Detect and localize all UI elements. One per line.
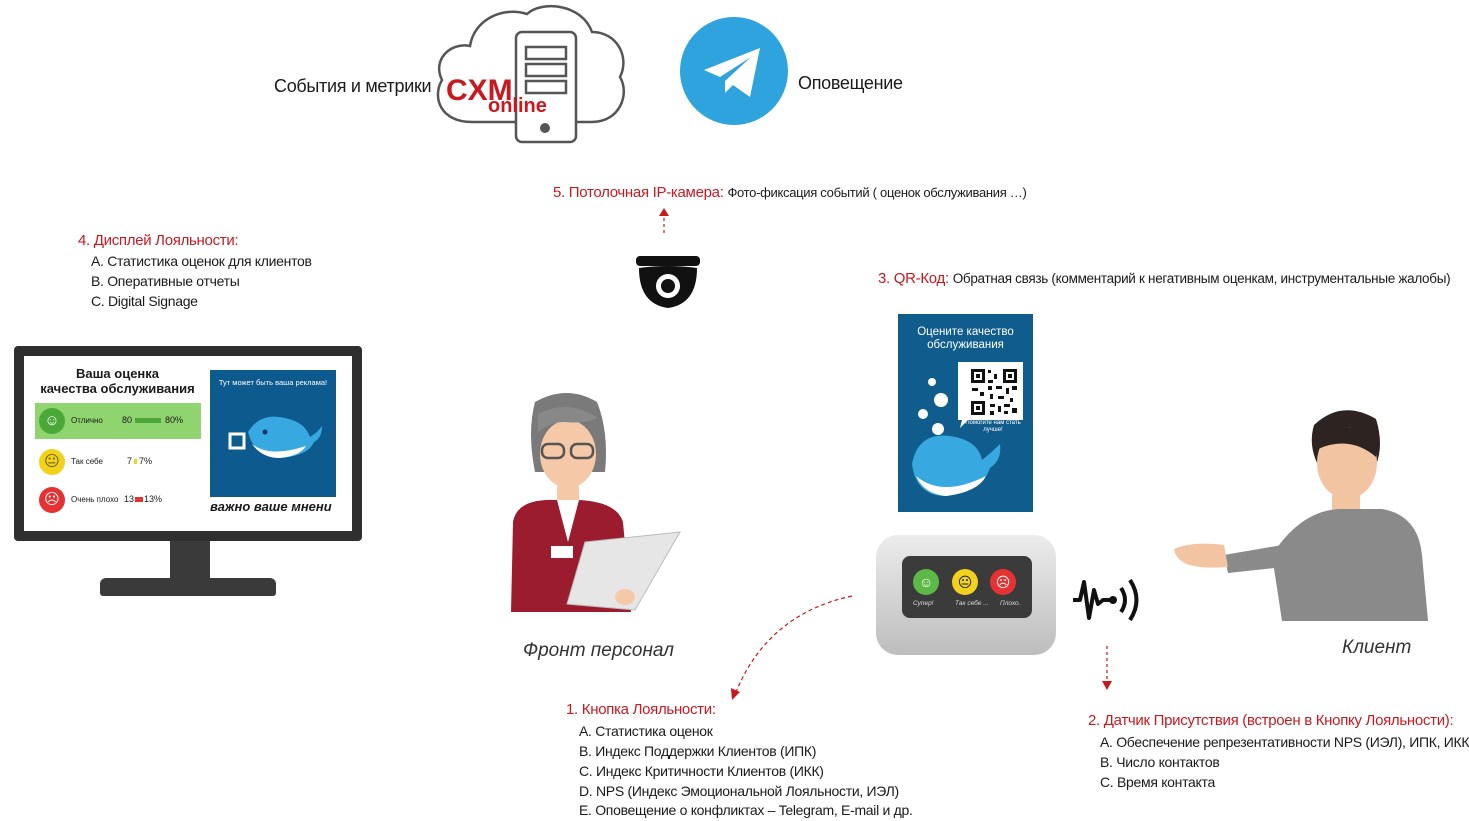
screen-title-line2: качества обслуживания [40, 381, 195, 396]
rating-label: Очень плохо [71, 495, 119, 504]
screen-title-line1: Ваша оценка [75, 366, 160, 381]
button-item-e: E. Оповещение о конфликтах – Telegram, E… [579, 802, 913, 818]
front-staff-illustration [505, 392, 681, 617]
device-btn-label-good: Супер! [913, 600, 934, 607]
button-item-a: A. Статистика оценок [579, 723, 713, 739]
rating-percent: 13% [144, 494, 163, 504]
rating-count: 80 [122, 415, 133, 425]
poster-title-line2: обслуживания [927, 339, 1004, 351]
rating-label: Отлично [71, 416, 103, 425]
sad-face-icon: ☹ [39, 487, 65, 513]
cxm-cloud-server-icon [432, 2, 627, 144]
device-btn-label-bad: Плохо. [1000, 600, 1021, 607]
rating-percent: 80% [165, 415, 184, 425]
display-item-a: A. Статистика оценок для клиентов [91, 253, 312, 269]
camera-title: 5. Потолочная IP-камера: [553, 184, 724, 201]
qr-caption: 3. QR-Код: Обратная связь (комментарий к… [878, 269, 1451, 289]
cxm-logo-text: CXM [446, 74, 513, 107]
rating-bar [135, 418, 161, 423]
button-item-c: C. Индекс Критичности Клиентов (ИКК) [579, 763, 824, 779]
monitor-base [100, 578, 276, 596]
sensor-arrow [1100, 646, 1114, 690]
rating-count: 7 [127, 456, 133, 466]
camera-caption: 5. Потолочная IP-камера: Фото-фиксация с… [553, 183, 1027, 203]
rating-count: 13 [124, 494, 135, 504]
events-metrics-label: События и метрики [274, 76, 432, 96]
rating-row-bad: ☹ Очень плохо 13 13% [35, 482, 201, 518]
sensor-item-b: B. Число контактов [1100, 754, 1220, 770]
camera-arrow [657, 208, 671, 234]
display-item-b: B. Оперативные отчеты [91, 273, 240, 289]
client-illustration [1172, 405, 1430, 627]
device-smile-button[interactable]: ☺ [913, 569, 939, 595]
rating-bar [134, 459, 137, 464]
sensor-title: 2. Датчик Присутствия (встроен в Кнопку … [1088, 712, 1454, 729]
button-arrow [728, 594, 854, 702]
sensor-item-a: A. Обеспечение репрезентативности NPS (И… [1100, 734, 1469, 750]
ad-panel: Тут может быть ваша реклама! [210, 370, 336, 497]
device-sad-button[interactable]: ☹ [990, 569, 1016, 595]
smile-face-icon: ☺ [39, 408, 65, 434]
ip-camera-icon [633, 252, 703, 310]
qr-title: 3. QR-Код: [878, 270, 949, 287]
staff-label: Фронт персонал [523, 640, 674, 661]
cxm-logo-subtext: online [488, 95, 547, 117]
rating-label: Так себе [71, 457, 103, 466]
client-label: Клиент [1342, 637, 1412, 658]
sensor-item-c: C. Время контакта [1100, 774, 1215, 790]
notification-label: Оповещение [798, 73, 903, 93]
qr-desc: Обратная связь (комментарий к негативным… [952, 271, 1451, 286]
neutral-face-icon: 😐 [39, 449, 65, 475]
rating-row-so-so: 😐 Так себе 7 7% [35, 444, 201, 480]
device-neutral-button[interactable]: 😐 [952, 569, 978, 595]
device-btn-label-meh: Так себе ... [955, 600, 989, 607]
ticker-text: важно ваше мнени [210, 499, 332, 514]
button-item-b: B. Индекс Поддержки Клиентов (ИПК) [579, 743, 817, 759]
rating-bar [135, 497, 143, 502]
poster-help-text: Помогите нам стать лучше! [965, 420, 1021, 433]
presence-sensor-icon [1073, 574, 1145, 624]
telegram-icon [680, 17, 788, 125]
rating-percent: 7% [139, 456, 153, 466]
display-item-c: C. Digital Signage [91, 293, 198, 309]
screen-title: Ваша оценка качества обслуживания [30, 366, 205, 396]
qr-code[interactable] [968, 366, 1020, 418]
ad-text: Тут может быть ваша реклама! [218, 378, 328, 387]
whale-icon [228, 416, 322, 458]
camera-desc: Фото-фиксация событий ( оценок обслужива… [727, 185, 1027, 200]
monitor-stand [170, 541, 210, 581]
rating-row-excellent: ☺ Отлично 80 80% [35, 403, 201, 439]
poster-title-line1: Оцените качество [917, 326, 1014, 338]
button-title: 1. Кнопка Лояльности: [566, 701, 716, 718]
button-item-d: D. NPS (Индекс Эмоциональной Лояльности,… [579, 783, 899, 799]
display-title: 4. Дисплей Лояльности: [78, 232, 239, 249]
